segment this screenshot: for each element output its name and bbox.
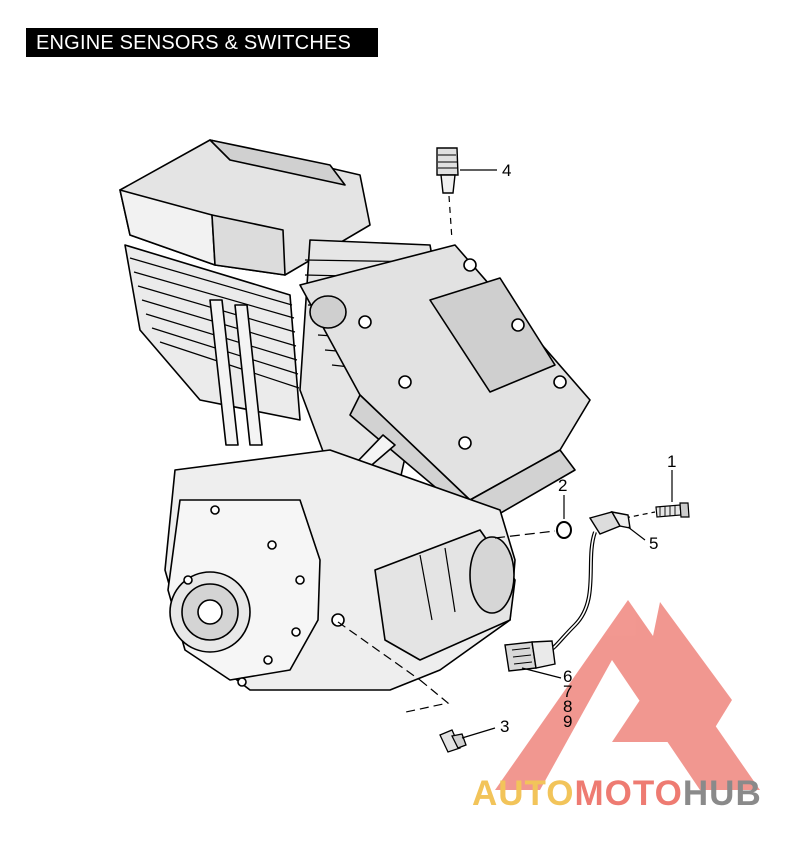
dash-1 (624, 511, 656, 519)
watermark-hub: HUB (682, 774, 762, 813)
dash-2 (494, 530, 556, 539)
part-1-bolt (655, 502, 690, 518)
callout-9: 9 (563, 712, 573, 731)
part-2-o-ring (556, 521, 572, 539)
callout-8: 8 (563, 697, 573, 716)
dash-3 (337, 621, 421, 681)
callout-7: 7 (563, 682, 573, 701)
leader-5 (627, 526, 646, 541)
callout-3: 3 (500, 717, 510, 736)
diagram-title: ENGINE SENSORS & SWITCHES (36, 32, 352, 54)
dash-4 (448, 195, 453, 241)
leader-6 (521, 667, 562, 679)
callout-4: 4 (502, 161, 512, 180)
engine-illustration (119, 139, 591, 691)
watermark-logo (495, 600, 760, 790)
callout-2: 2 (558, 476, 568, 495)
part-5-sensor (549, 511, 631, 652)
watermark-auto: AUTO (472, 774, 575, 813)
callout-6: 6 (563, 667, 573, 686)
parts-and-leaders (337, 147, 690, 753)
part-3-sender (439, 729, 467, 753)
part-6-connector (504, 640, 556, 672)
bracket-3 (405, 679, 450, 713)
watermark-moto: MOTO (574, 774, 683, 813)
watermark-wordmark: AUTOMOTOHUB (472, 774, 762, 814)
part-4-sensor (436, 147, 459, 194)
leader-3 (461, 727, 496, 739)
title-bar: ENGINE SENSORS & SWITCHES (26, 28, 378, 57)
callout-5: 5 (649, 534, 659, 553)
callout-1: 1 (667, 452, 677, 471)
